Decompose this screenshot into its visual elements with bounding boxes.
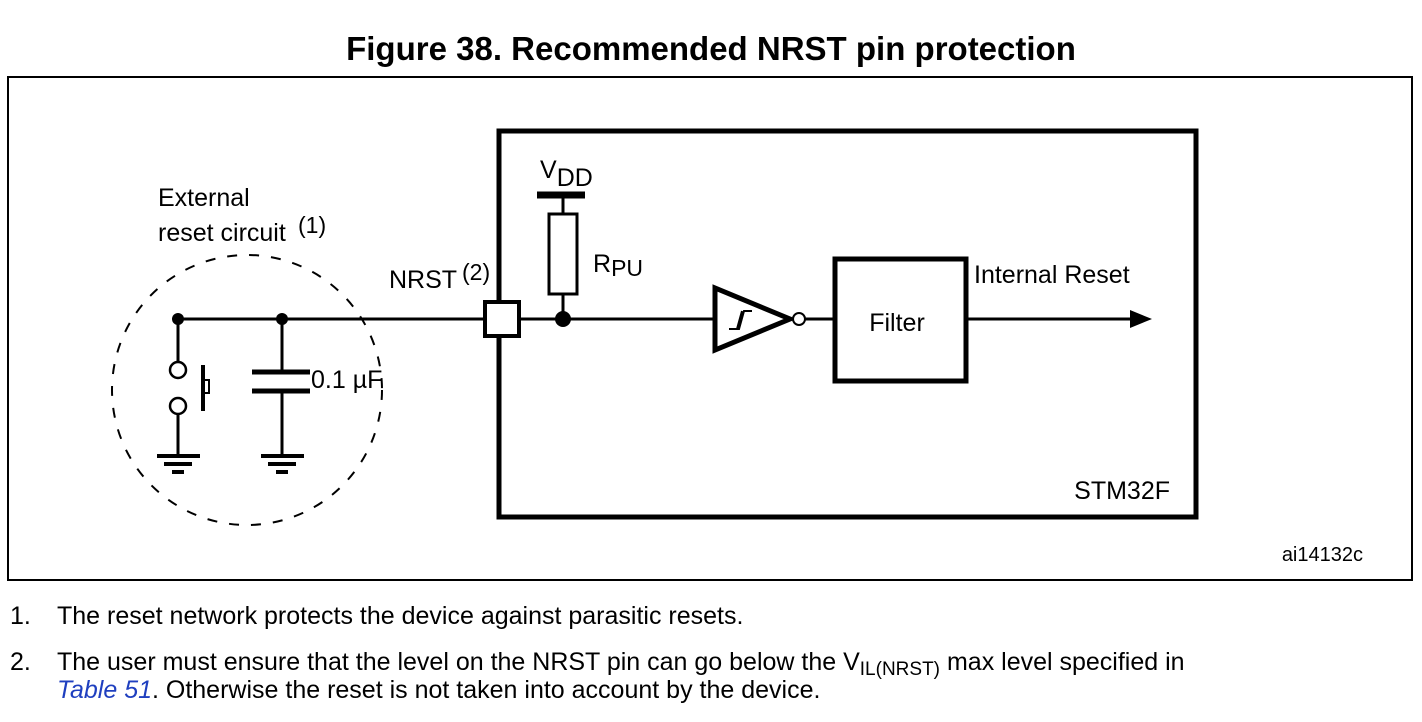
table-51-link[interactable]: Table 51: [57, 676, 152, 704]
capacitor: [252, 319, 310, 455]
capacitor-value: 0.1 µF: [311, 366, 382, 394]
footnote-number: 2.: [10, 648, 31, 676]
reset-pushbutton: [168, 319, 210, 455]
footnote-text: The reset network protects the device ag…: [57, 602, 744, 630]
nrst-pin: [483, 300, 521, 338]
ground-icon: [157, 454, 200, 474]
rpu-label: RPU: [593, 250, 643, 281]
chip-label: STM32F: [1074, 477, 1170, 505]
pullup-resistor: [547, 212, 579, 296]
footnote-text: The user must ensure that the level on t…: [57, 648, 1185, 704]
external-circuit-ref: (1): [298, 212, 326, 238]
external-circuit-boundary: [111, 254, 383, 526]
figure-title: Figure 38. Recommended NRST pin protecti…: [346, 30, 1076, 67]
figure-id-code: ai14132c: [1282, 544, 1363, 566]
filter-label: Filter: [869, 309, 925, 337]
nrst-pin-label: NRST: [389, 266, 457, 294]
vdd-label: VDD: [540, 156, 593, 192]
nrst-pin-ref: (2): [462, 259, 490, 285]
schmitt-trigger-inverter: [712, 284, 806, 354]
nrst-protection-diagram: External reset circuit (1) 0.1 µF STM32F…: [7, 76, 1413, 581]
external-circuit-label-line2: reset circuit: [158, 219, 286, 247]
footnote-number: 1.: [10, 602, 31, 630]
external-circuit-label-line1: External: [158, 184, 250, 212]
internal-reset-label: Internal Reset: [974, 261, 1130, 289]
ground-icon: [261, 454, 304, 474]
figure-frame: [7, 76, 1413, 581]
arrow-right-icon: [1130, 310, 1152, 328]
